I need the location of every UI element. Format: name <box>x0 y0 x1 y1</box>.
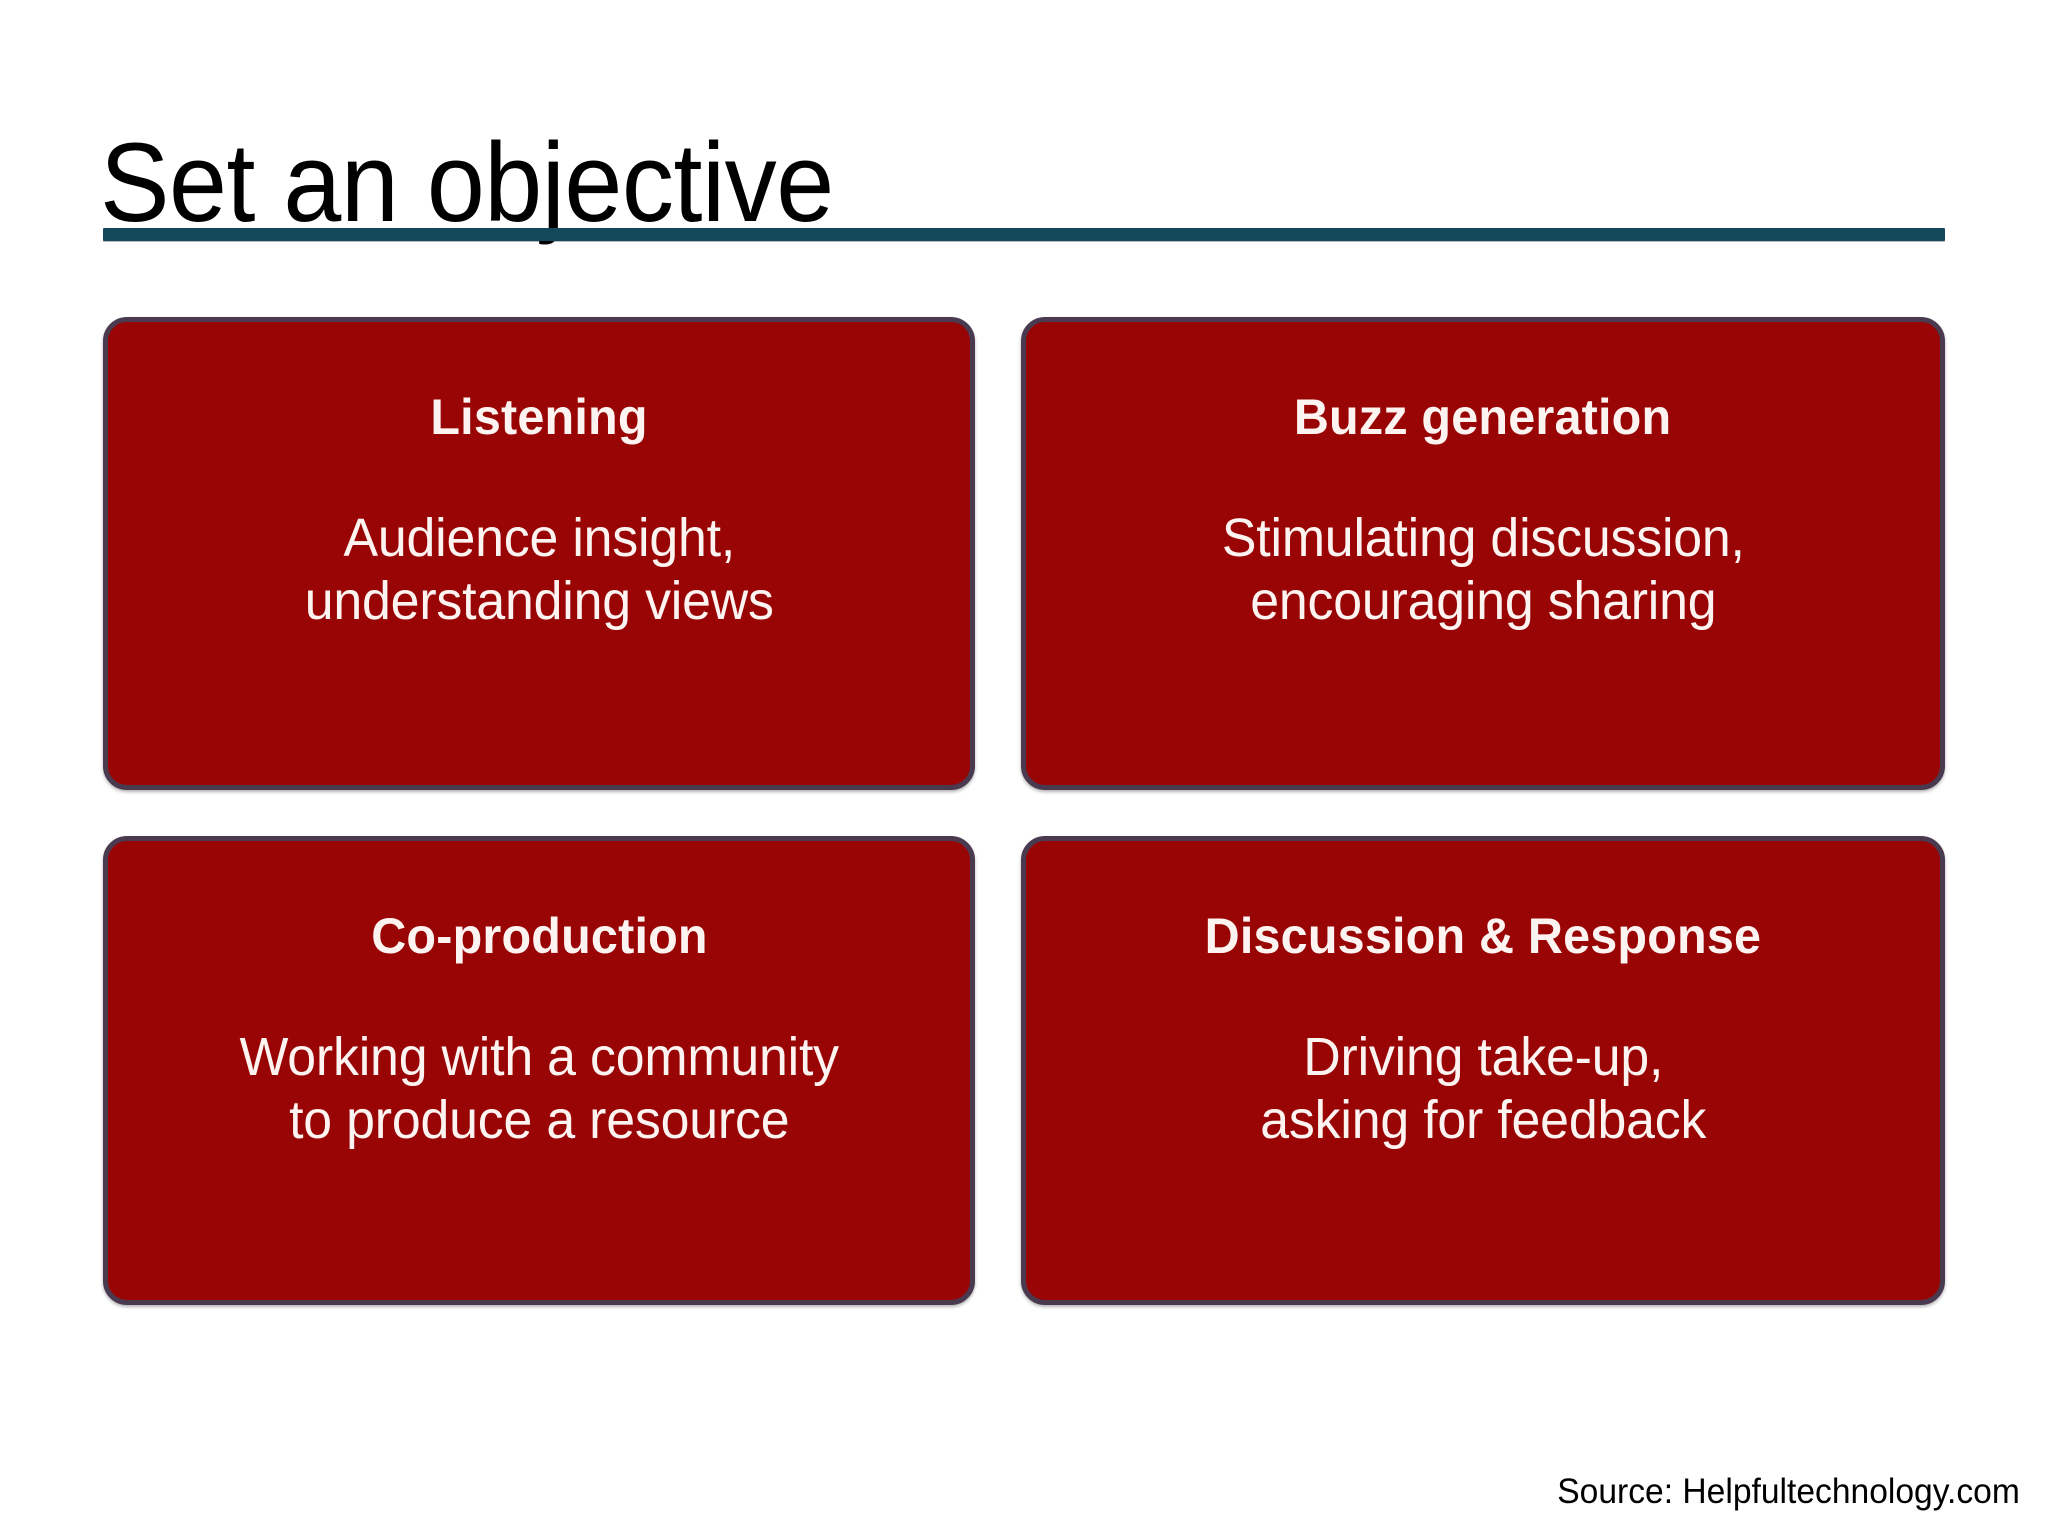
card-body-line: understanding views <box>304 571 774 632</box>
card-heading: Discussion & Response <box>1204 908 1762 964</box>
card-body-line: Audience insight, <box>343 508 735 568</box>
card-body-line: Stimulating discussion, <box>1221 508 1745 568</box>
card-content: Discussion & Response Driving take-up, a… <box>1026 841 1940 1300</box>
card-body-line: asking for feedback <box>1260 1090 1706 1151</box>
objective-card-co-production[interactable]: Co-production Working with a community t… <box>103 836 975 1305</box>
card-heading: Co-production <box>370 908 708 964</box>
title-divider-rule <box>103 228 1945 241</box>
objective-card-discussion-response[interactable]: Discussion & Response Driving take-up, a… <box>1021 836 1945 1305</box>
card-body-line: to produce a resource <box>288 1090 790 1151</box>
card-content: Listening Audience insight, understandin… <box>108 322 970 785</box>
card-content: Buzz generation Stimulating discussion, … <box>1026 322 1940 785</box>
card-body-line: Working with a community <box>239 1027 839 1087</box>
source-attribution: Source: Helpfultechnology.com <box>1557 1472 2020 1511</box>
card-body-line: encouraging sharing <box>1249 571 1717 632</box>
objective-card-buzz-generation[interactable]: Buzz generation Stimulating discussion, … <box>1021 317 1945 790</box>
card-body-line: Driving take-up, <box>1302 1027 1663 1087</box>
card-body: Audience insight, understanding views <box>305 507 774 633</box>
card-content: Co-production Working with a community t… <box>108 841 970 1300</box>
card-heading: Buzz generation <box>1294 389 1672 445</box>
page-title: Set an objective <box>100 120 834 246</box>
objective-card-grid: Listening Audience insight, understandin… <box>103 317 1945 1305</box>
objective-card-listening[interactable]: Listening Audience insight, understandin… <box>103 317 975 790</box>
card-body: Driving take-up, asking for feedback <box>1260 1026 1706 1152</box>
card-body: Stimulating discussion, encouraging shar… <box>1222 507 1745 633</box>
card-heading: Listening <box>430 389 648 445</box>
card-body: Working with a community to produce a re… <box>239 1026 839 1152</box>
